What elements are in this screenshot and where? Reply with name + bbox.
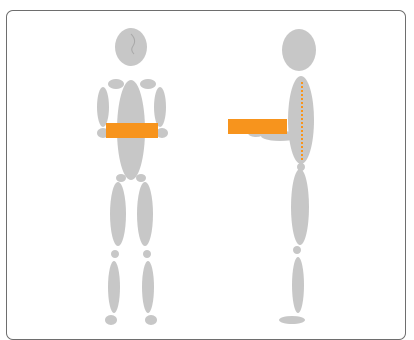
front-left-shin (108, 261, 120, 313)
front-left-upper-arm (97, 87, 109, 127)
side-carried-box (228, 119, 287, 134)
front-right-shin (142, 261, 154, 313)
side-view-figure (248, 29, 316, 324)
front-right-shoulder (140, 79, 156, 89)
front-carried-box (106, 123, 158, 138)
front-left-shoulder (108, 79, 124, 89)
front-left-foot (105, 315, 117, 325)
side-foot (279, 316, 305, 324)
front-left-thigh (110, 182, 126, 246)
front-view-figure (97, 28, 168, 325)
side-thigh (291, 169, 309, 245)
front-right-upper-arm (154, 87, 166, 127)
front-right-foot (145, 315, 157, 325)
front-head (115, 28, 147, 66)
posture-illustration (0, 0, 414, 327)
side-head (282, 29, 316, 71)
side-shin (292, 257, 304, 313)
front-right-knee (143, 250, 151, 258)
front-right-hip (136, 174, 146, 182)
side-knee (293, 246, 301, 254)
front-left-knee (111, 250, 119, 258)
front-left-hip (116, 174, 126, 182)
front-right-thigh (137, 182, 153, 246)
